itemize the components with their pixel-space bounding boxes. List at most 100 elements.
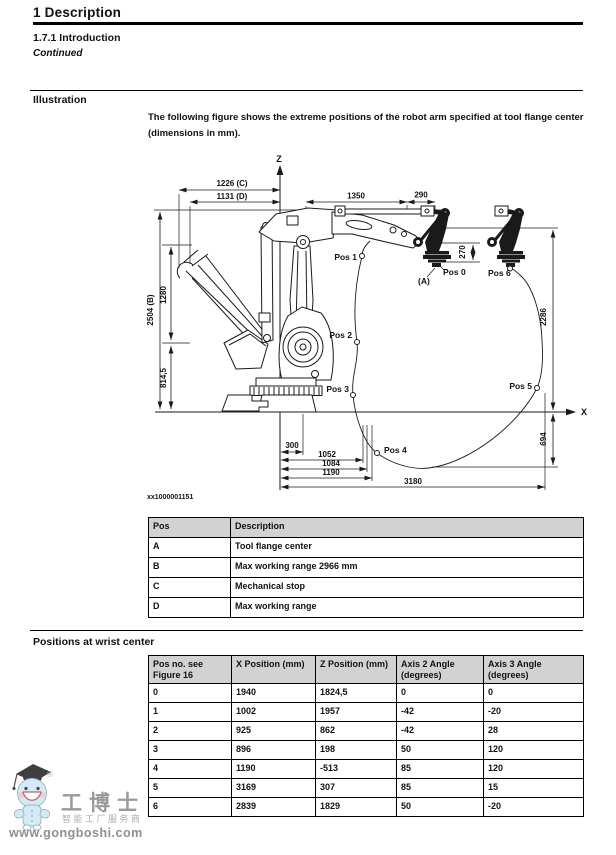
table-header-row: Pos no. see Figure 16 X Position (mm) Z … — [148, 655, 584, 684]
cell-axis2: 85 — [396, 759, 484, 779]
cell-z: 307 — [315, 778, 397, 798]
working-envelope-curve — [352, 240, 543, 469]
table-header-row: Pos Description — [148, 517, 584, 538]
pos-5-label: Pos 5 — [509, 381, 532, 391]
table-row: 5 3169 307 85 15 — [148, 778, 584, 798]
cell-description: Tool flange center — [230, 537, 584, 558]
dim-1190: 1190 — [322, 468, 340, 477]
cell-z: 1824,5 — [315, 683, 397, 703]
pos-4-label: Pos 4 — [384, 445, 407, 455]
table-row: 6 2839 1829 50 -20 — [148, 797, 584, 817]
cell-z: 862 — [315, 721, 397, 741]
table-row: B Max working range 2966 mm — [148, 557, 584, 578]
table-row: 2 925 862 -42 28 — [148, 721, 584, 741]
table-row: 3 896 198 50 120 — [148, 740, 584, 760]
registered-mark: ® — [47, 770, 53, 779]
dim-694: 694 — [539, 432, 548, 446]
cell-pos: A — [148, 537, 231, 558]
cell-pos: B — [148, 557, 231, 578]
cell-pos-no: 2 — [148, 721, 232, 741]
robot-workspace-diagram: Z X — [146, 154, 587, 490]
col-header-z-position: Z Position (mm) — [315, 655, 397, 684]
cell-axis2: -42 — [396, 721, 484, 741]
dim-2286: 2286 — [539, 308, 548, 326]
cell-description: Mechanical stop — [230, 577, 584, 598]
positions-rule — [30, 630, 583, 631]
table-row: D Max working range — [148, 597, 584, 618]
flange-a-label: (A) — [418, 276, 430, 286]
wrist-assembly — [413, 205, 451, 267]
cell-z: 1957 — [315, 702, 397, 722]
cell-description: Max working range — [230, 597, 584, 618]
dimension-lines — [157, 187, 556, 490]
cell-axis3: 28 — [483, 721, 584, 741]
watermark-url: www.gongboshi.com — [9, 826, 143, 840]
cell-axis3: 120 — [483, 740, 584, 760]
cell-axis2: 0 — [396, 683, 484, 703]
cell-pos: C — [148, 577, 231, 598]
cell-pos-no: 0 — [148, 683, 232, 703]
dim-270: 270 — [458, 245, 467, 259]
col-header-axis2-angle: Axis 2 Angle (degrees) — [396, 655, 484, 684]
col-header-x-position: X Position (mm) — [231, 655, 316, 684]
watermark-tagline: 智能工厂服务商 — [62, 814, 143, 824]
dim-2504-b: 2504 (B) — [146, 294, 155, 325]
dim-814-5: 814,5 — [159, 367, 168, 388]
x-axis-label: X — [581, 407, 587, 417]
table-row: A Tool flange center — [148, 537, 584, 558]
cell-x: 896 — [231, 740, 316, 760]
cell-axis3: -20 — [483, 702, 584, 722]
col-header-pos-no: Pos no. see Figure 16 — [148, 655, 232, 684]
cell-axis3: -20 — [483, 797, 584, 817]
table-row: C Mechanical stop — [148, 577, 584, 598]
col-header-description: Description — [230, 517, 584, 538]
table-row: 4 1190 -513 85 120 — [148, 759, 584, 779]
watermark-mascot-icon — [12, 764, 51, 831]
cell-axis3: 15 — [483, 778, 584, 798]
cell-pos-no: 5 — [148, 778, 232, 798]
cell-x: 2839 — [231, 797, 316, 817]
cell-pos: D — [148, 597, 231, 618]
cell-pos-no: 3 — [148, 740, 232, 760]
z-axis-label: Z — [276, 154, 282, 164]
pos-0-label: Pos 0 — [443, 267, 466, 277]
cell-axis2: 50 — [396, 797, 484, 817]
wrist-assembly-pos6 — [485, 204, 527, 269]
cell-axis3: 120 — [483, 759, 584, 779]
robot-arm-art — [176, 204, 527, 413]
chapter-heading: 1 Description — [33, 5, 122, 20]
position-markers — [350, 253, 540, 456]
pos-1-label: Pos 1 — [334, 252, 357, 262]
illustration-rule — [30, 90, 583, 91]
dim-300: 300 — [285, 441, 299, 450]
dim-290: 290 — [414, 191, 428, 200]
dim-1084: 1084 — [322, 459, 340, 468]
cell-x: 1190 — [231, 759, 316, 779]
cell-description: Max working range 2966 mm — [230, 557, 584, 578]
col-header-axis3-angle: Axis 3 Angle (degrees) — [483, 655, 584, 684]
col-header-pos: Pos — [148, 517, 231, 538]
chapter-rule — [33, 22, 583, 25]
cell-axis2: -42 — [396, 702, 484, 722]
dim-1131-d: 1131 (D) — [217, 192, 248, 201]
illustration-text: The following figure shows the extreme p… — [148, 112, 584, 139]
cell-x: 1002 — [231, 702, 316, 722]
cell-z: 1829 — [315, 797, 397, 817]
legend-table: Pos Description A Tool flange center B M… — [148, 517, 584, 618]
watermark-brand: 工博士 — [61, 791, 145, 815]
x-axis: X — [155, 407, 587, 417]
pos-3-label: Pos 3 — [326, 384, 349, 394]
cell-axis2: 50 — [396, 740, 484, 760]
cell-pos-no: 6 — [148, 797, 232, 817]
cell-axis3: 0 — [483, 683, 584, 703]
illustration-heading: Illustration — [33, 94, 87, 106]
pos-2-label: Pos 2 — [329, 330, 352, 340]
positions-table: Pos no. see Figure 16 X Position (mm) Z … — [148, 655, 584, 817]
cell-x: 925 — [231, 721, 316, 741]
cell-x: 1940 — [231, 683, 316, 703]
z-axis: Z — [276, 154, 284, 490]
dim-1350: 1350 — [347, 192, 365, 201]
table-row: 0 1940 1824,5 0 0 — [148, 683, 584, 703]
table-row: 1 1002 1957 -42 -20 — [148, 702, 584, 722]
